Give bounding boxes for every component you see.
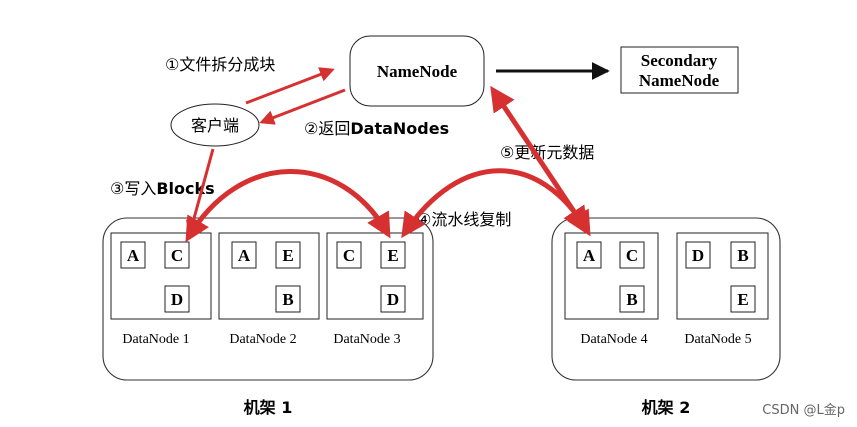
block-label: D — [171, 290, 183, 309]
block-label: B — [282, 290, 293, 309]
secondary-namenode-node: Secondary NameNode — [620, 46, 739, 94]
block-box — [275, 241, 301, 269]
datanode-group: A C D DataNode 1 A E B DataNode 2 C E D DataNode 3 A… — [110, 232, 769, 347]
datanode-2: A E B DataNode 2 — [218, 232, 320, 347]
block-label: A — [127, 246, 140, 265]
step3-bold: Blocks — [156, 179, 214, 198]
datanode-label: DataNode 4 — [580, 332, 647, 347]
client-label: 客户端 — [191, 116, 239, 135]
datanode-label: DataNode 1 — [122, 332, 189, 347]
step2-label: ②返回DataNodes — [304, 119, 449, 138]
block-box — [619, 241, 645, 269]
step4-label: ④流水线复制 — [417, 210, 511, 229]
block-label: E — [387, 246, 398, 265]
block-box — [730, 285, 756, 313]
datanode-3: C E D DataNode 3 — [326, 232, 424, 347]
rack-2-label: 机架 2 — [642, 398, 691, 417]
step5-label: ⑤更新元数据 — [500, 143, 594, 162]
block-label: E — [737, 290, 748, 309]
block-label: B — [737, 246, 748, 265]
step1-label: ①文件拆分成块 — [165, 55, 275, 74]
step3-prefix: ③写入 — [110, 179, 156, 198]
block-label: B — [626, 290, 637, 309]
block-box — [231, 241, 257, 269]
block-label: C — [626, 246, 638, 265]
secondary-label-line2: NameNode — [639, 71, 720, 90]
datanode-1: A C D DataNode 1 — [110, 232, 212, 347]
block-label: E — [282, 246, 293, 265]
block-label: D — [692, 246, 704, 265]
step1-arrow — [245, 67, 335, 105]
datanode-5: D B E DataNode 5 — [676, 232, 769, 347]
namenode-label: NameNode — [377, 62, 458, 81]
datanode-label: DataNode 5 — [684, 332, 751, 347]
block-box — [120, 241, 146, 269]
pipeline-arc-dn1-dn3 — [185, 169, 391, 243]
block-label: C — [343, 246, 355, 265]
watermark: CSDN @L金p — [762, 402, 845, 418]
block-box — [164, 285, 190, 313]
block-box — [164, 241, 190, 269]
block-box — [380, 285, 406, 313]
block-box — [275, 285, 301, 313]
block-box — [380, 241, 406, 269]
datanode-label: DataNode 2 — [229, 332, 296, 347]
step5-arrow — [490, 85, 588, 233]
block-box — [730, 241, 756, 269]
step2-arrow — [259, 88, 346, 125]
datanode-label: DataNode 3 — [333, 332, 400, 347]
client-node: 客户端 — [170, 103, 260, 147]
block-box — [685, 241, 711, 269]
block-label: A — [238, 246, 251, 265]
block-label: C — [171, 246, 183, 265]
block-label: A — [583, 246, 596, 265]
block-label: D — [387, 290, 399, 309]
rack-1-label: 机架 1 — [244, 398, 293, 417]
block-box — [576, 241, 602, 269]
block-box — [619, 285, 645, 313]
namenode-node: NameNode — [349, 35, 485, 107]
step2-bold: DataNodes — [350, 119, 449, 138]
secondary-label-line1: Secondary — [641, 51, 718, 70]
block-box — [336, 241, 362, 269]
datanode-4: A C B DataNode 4 — [564, 232, 659, 347]
step2-prefix: ②返回 — [304, 119, 350, 138]
